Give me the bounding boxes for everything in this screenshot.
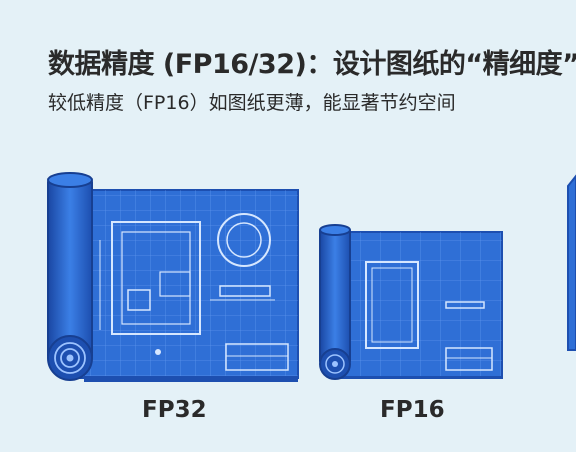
fp16-blueprint <box>319 224 503 380</box>
page-subtitle: 较低精度（FP16）如图纸更薄，能显著节约空间 <box>48 92 456 114</box>
fp16-label: FP16 <box>380 397 445 423</box>
page-title: 数据精度 (FP16/32)：设计图纸的“精细度” <box>48 49 576 80</box>
cut-off-object <box>567 174 576 351</box>
fp32-label: FP32 <box>142 397 207 423</box>
fp32-blueprint <box>47 172 299 382</box>
